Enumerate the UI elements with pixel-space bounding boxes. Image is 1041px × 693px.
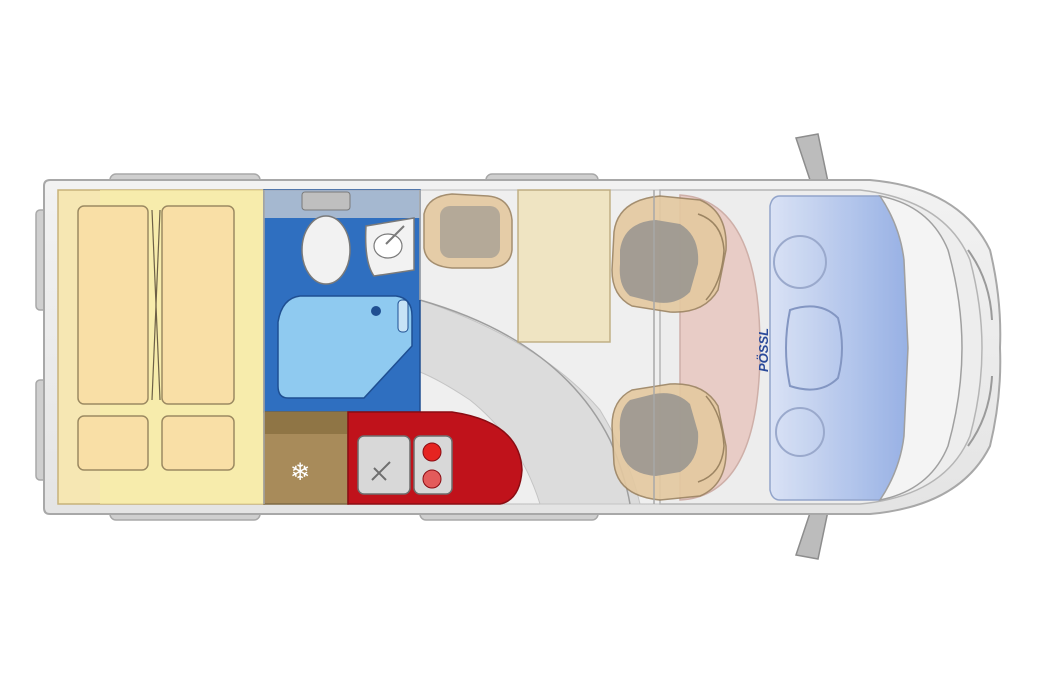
hob-burner-icon [422,442,442,462]
fridge-top [264,412,348,434]
brand-label: PÖSSL [756,328,771,372]
bed-fold-lines [151,209,161,401]
steering-wheel [773,235,827,289]
dash-instrument [775,407,825,457]
snowflake-icon: ❄ [290,458,310,486]
mattress-right-top [161,205,235,405]
windscreen [878,194,963,502]
hob-burner-2 [422,469,442,489]
side-mirror-icon [795,133,829,560]
mirror-left [795,133,829,187]
mattress-right-bottom [161,415,235,471]
shower-shelf [397,299,409,333]
shower-tray-icon [277,295,413,399]
sink-icon [357,435,411,495]
mattress-left-top [77,205,149,405]
shower-drain [371,306,381,316]
steering-column [785,305,843,391]
toilet-icon [301,191,351,285]
seat-icon [423,193,513,269]
tap-icon [371,461,391,481]
driver-seat [611,195,727,313]
headlight-right [967,375,993,447]
partition-lines [263,190,655,504]
bed-mattress-grid [77,205,235,471]
headlight-left [967,249,993,321]
mattress-left-bottom [77,415,149,471]
washbasin-icon [364,217,415,277]
passenger-seat [611,383,727,501]
dining-table [517,189,611,343]
